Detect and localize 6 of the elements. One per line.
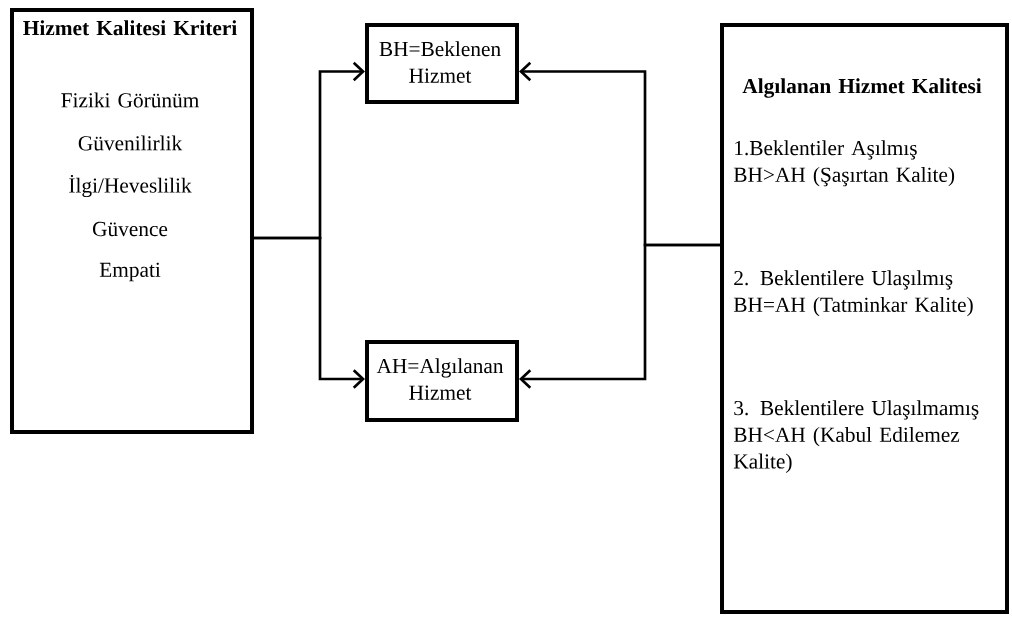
arrow (254, 236, 365, 389)
quality-box: Algılanan Hizmet Kalitesi 1.Beklentiler Aşılmış BH>AH (Şaşırtan Kalite) 2. Beklentilere Ulaşılmış BH=AH (Tatminkar Kalite) 3. Beklentilere Ulaşılmamış BH<AH (Kabul Edilemez Kalite) (720, 23, 1009, 614)
criteria-box: Hizmet Kalitesi Kriteri Fiziki Görünüm Güvenilirlik İlgi/Heveslilik Güvence Empati (10, 8, 254, 434)
service-box: BH=Beklenen Hizmet (365, 23, 519, 104)
service-box: AH=Algılanan Hizmet (365, 340, 519, 422)
arrow (519, 243, 720, 389)
